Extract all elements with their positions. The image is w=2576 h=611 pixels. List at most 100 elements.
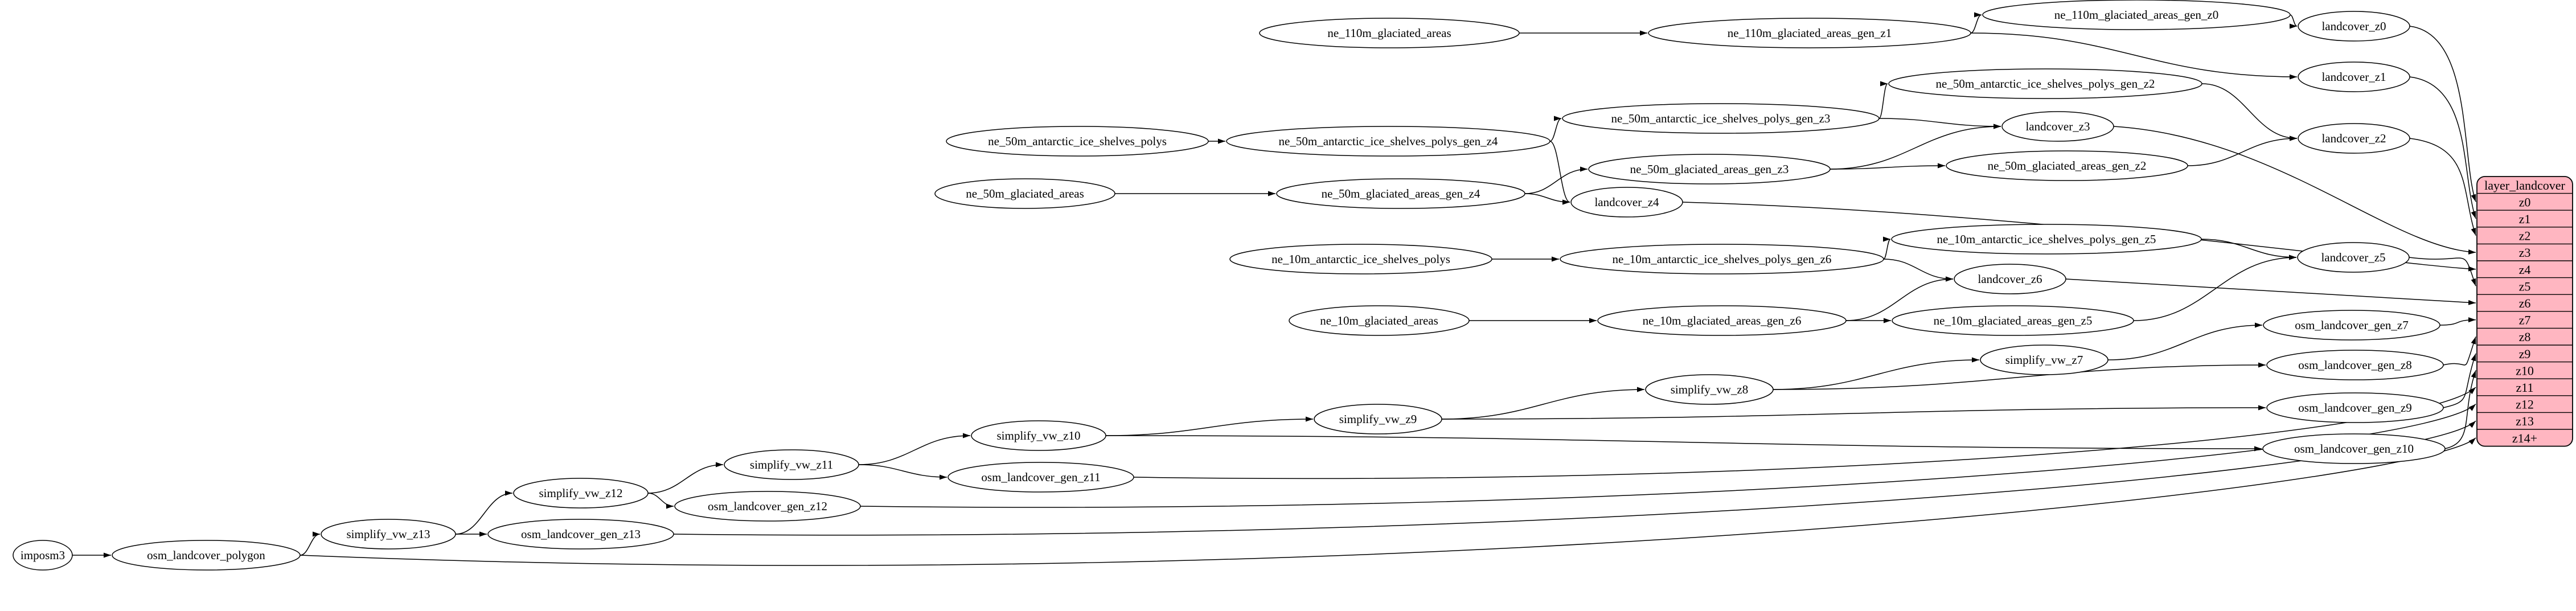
node-label-ne_10m_antarctic_ice_shelves_polys_gen_z5: ne_10m_antarctic_ice_shelves_polys_gen_z… [1937, 232, 2156, 246]
node-ellipse-ne_50m_antarctic_ice_shelves_polys_gen_z4 [1226, 126, 1550, 157]
edge-layer [72, 12, 2476, 566]
node-ellipse-landcover_z2 [2298, 123, 2410, 154]
node-ne_10m_glaciated_areas_gen_z5: ne_10m_glaciated_areas_gen_z5 [1892, 305, 2134, 336]
node-label-ne_50m_glaciated_areas_gen_z4: ne_50m_glaciated_areas_gen_z4 [1322, 187, 1480, 200]
node-label-ne_110m_glaciated_areas_gen_z0: ne_110m_glaciated_areas_gen_z0 [2054, 8, 2218, 22]
edge-landcover_z5-to-row-z5 [2409, 257, 2476, 286]
layer-landcover-table: layer_landcoverz0z1z2z3z4z5z6z7z8z9z10z1… [2476, 176, 2573, 447]
node-ellipse-imposm3 [13, 540, 73, 571]
table-row-z11: z11 [2516, 380, 2534, 395]
node-ellipse-ne_10m_antarctic_ice_shelves_polys [1229, 244, 1492, 274]
node-label-osm_landcover_gen_z8: osm_landcover_gen_z8 [2298, 358, 2411, 372]
node-ellipse-landcover_z4 [1570, 187, 1683, 218]
node-ne_50m_glaciated_areas_gen_z4: ne_50m_glaciated_areas_gen_z4 [1276, 178, 1525, 209]
node-label-simplify_vw_z7: simplify_vw_z7 [2005, 353, 2083, 367]
node-ne_10m_antarctic_ice_shelves_polys: ne_10m_antarctic_ice_shelves_polys [1229, 244, 1492, 274]
edge-simplify_vw_z8-to-osm_landcover_gen_z8 [1773, 362, 2266, 390]
node-landcover_z0: landcover_z0 [2298, 11, 2410, 42]
node-ne_50m_antarctic_ice_shelves_polys_gen_z3: ne_50m_antarctic_ice_shelves_polys_gen_z… [1562, 103, 1880, 134]
node-ellipse-landcover_z0 [2298, 11, 2410, 42]
node-ellipse-simplify_vw_z10 [971, 420, 1106, 451]
edge-ne_10m_antarctic_ice_shelves_polys_gen_z6-to-landcover_z6 [1883, 259, 1954, 282]
node-label-landcover_z5: landcover_z5 [2321, 251, 2385, 264]
table-row-z0: z0 [2519, 195, 2531, 209]
edge-landcover_z6-to-row-z6 [2065, 278, 2476, 305]
node-ne_110m_glaciated_areas_gen_z1: ne_110m_glaciated_areas_gen_z1 [1648, 18, 1971, 48]
edge-simplify_vw_z9-to-osm_landcover_gen_z9 [1441, 405, 2266, 420]
node-ellipse-simplify_vw_z11 [724, 449, 859, 480]
node-ne_50m_glaciated_areas_gen_z2: ne_50m_glaciated_areas_gen_z2 [1946, 150, 2188, 181]
node-osm_landcover_gen_z12: osm_landcover_gen_z12 [674, 491, 861, 522]
edge-ne_50m_glaciated_areas_gen_z3-to-ne_50m_glaciated_areas_gen_z2 [1830, 163, 1946, 170]
node-label-osm_landcover_gen_z13: osm_landcover_gen_z13 [521, 527, 641, 541]
edge-ne_110m_glaciated_areas_gen_z1-to-ne_110m_glaciated_areas_gen_z0 [1970, 12, 1982, 34]
node-label-osm_landcover_gen_z9: osm_landcover_gen_z9 [2298, 401, 2411, 415]
node-label-ne_10m_glaciated_areas_gen_z5: ne_10m_glaciated_areas_gen_z5 [1934, 314, 2093, 327]
node-ellipse-ne_10m_antarctic_ice_shelves_polys_gen_z5 [1891, 224, 2202, 255]
table-row-z12: z12 [2516, 397, 2534, 412]
node-label-simplify_vw_z8: simplify_vw_z8 [1671, 383, 1749, 396]
edge-osm_landcover_gen_z12-to-row-z12 [860, 404, 2476, 508]
node-ellipse-ne_50m_antarctic_ice_shelves_polys [946, 126, 1209, 157]
node-landcover_z6: landcover_z6 [1954, 264, 2066, 294]
node-ellipse-osm_landcover_gen_z13 [487, 519, 674, 550]
edge-landcover_z3-to-row-z3 [2113, 126, 2476, 255]
node-ne_10m_antarctic_ice_shelves_polys_gen_z6: ne_10m_antarctic_ice_shelves_polys_gen_z… [1560, 244, 1884, 274]
node-ellipse-ne_50m_glaciated_areas_gen_z3 [1588, 154, 1831, 184]
node-ellipse-ne_10m_glaciated_areas [1289, 305, 1470, 336]
node-landcover_z2: landcover_z2 [2298, 123, 2410, 154]
node-ellipse-landcover_z3 [2001, 111, 2114, 142]
node-landcover_z4: landcover_z4 [1570, 187, 1683, 218]
node-osm_landcover_gen_z11: osm_landcover_gen_z11 [947, 462, 1134, 493]
edge-landcover_z1-to-row-z1 [2409, 76, 2476, 219]
node-osm_landcover_gen_z8: osm_landcover_gen_z8 [2266, 350, 2444, 380]
edge-ne_50m_glaciated_areas_gen_z4-to-ne_50m_glaciated_areas_gen_z3 [1524, 166, 1588, 194]
edge-osm_landcover_gen_z8-to-row-z8 [2443, 336, 2476, 366]
node-label-osm_landcover_gen_z10: osm_landcover_gen_z10 [2294, 442, 2414, 456]
edge-ne_50m_antarctic_ice_shelves_polys_gen_z2-to-landcover_z2 [2201, 83, 2298, 141]
edge-ne_10m_antarctic_ice_shelves_polys_gen_z6-to-ne_10m_antarctic_ice_shelves_polys_gen_z5 [1882, 236, 1891, 260]
table-row-z9: z9 [2519, 347, 2531, 361]
node-label-ne_110m_glaciated_areas_gen_z1: ne_110m_glaciated_areas_gen_z1 [1728, 26, 1892, 40]
node-ellipse-ne_50m_antarctic_ice_shelves_polys_gen_z2 [1888, 68, 2202, 99]
node-label-simplify_vw_z10: simplify_vw_z10 [997, 429, 1081, 442]
node-label-landcover_z6: landcover_z6 [1978, 272, 2042, 286]
table-row-z5: z5 [2519, 279, 2531, 293]
edge-landcover_z2-to-row-z2 [2409, 138, 2476, 236]
node-ellipse-osm_landcover_gen_z12 [674, 491, 861, 522]
node-label-simplify_vw_z13: simplify_vw_z13 [347, 527, 430, 541]
edge-ne_10m_antarctic_ice_shelves_polys_gen_z5-to-landcover_z5 [2201, 239, 2297, 260]
node-ellipse-simplify_vw_z12 [513, 478, 649, 509]
node-landcover_z1: landcover_z1 [2298, 61, 2410, 92]
node-ellipse-ne_110m_glaciated_areas_gen_z1 [1648, 18, 1971, 48]
node-osm_landcover_gen_z7: osm_landcover_gen_z7 [2263, 310, 2440, 341]
node-ne_110m_glaciated_areas: ne_110m_glaciated_areas [1259, 18, 1520, 48]
node-label-ne_50m_antarctic_ice_shelves_polys_gen_z3: ne_50m_antarctic_ice_shelves_polys_gen_z… [1611, 112, 1831, 125]
node-ellipse-ne_50m_glaciated_areas_gen_z4 [1276, 178, 1525, 209]
node-osm_landcover_gen_z9: osm_landcover_gen_z9 [2266, 392, 2444, 423]
table-row-z3: z3 [2519, 245, 2531, 260]
node-ellipse-ne_10m_antarctic_ice_shelves_polys_gen_z6 [1560, 244, 1884, 274]
node-ellipse-ne_110m_glaciated_areas [1259, 18, 1520, 48]
table-row-z13: z13 [2516, 414, 2534, 428]
node-label-ne_10m_antarctic_ice_shelves_polys_gen_z6: ne_10m_antarctic_ice_shelves_polys_gen_z… [1613, 252, 1832, 266]
node-ellipse-osm_landcover_gen_z11 [947, 462, 1134, 493]
edge-ne_50m_glaciated_areas_gen_z2-to-landcover_z2 [2187, 136, 2298, 166]
table-row-z10: z10 [2516, 363, 2534, 378]
edge-simplify_vw_z8-to-simplify_vw_z7 [1773, 357, 1980, 390]
node-label-osm_landcover_gen_z12: osm_landcover_gen_z12 [708, 499, 827, 513]
node-ellipse-ne_10m_glaciated_areas_gen_z5 [1892, 305, 2134, 336]
edge-ne_50m_glaciated_areas_gen_z4-to-landcover_z4 [1524, 193, 1570, 205]
edge-ne_10m_glaciated_areas_gen_z5-to-landcover_z5 [2133, 255, 2297, 321]
node-ellipse-simplify_vw_z8 [1645, 374, 1774, 405]
node-simplify_vw_z13: simplify_vw_z13 [321, 519, 456, 550]
node-ne_50m_antarctic_ice_shelves_polys_gen_z2: ne_50m_antarctic_ice_shelves_polys_gen_z… [1888, 68, 2202, 99]
node-ne_50m_antarctic_ice_shelves_polys: ne_50m_antarctic_ice_shelves_polys [946, 126, 1209, 157]
node-label-simplify_vw_z12: simplify_vw_z12 [539, 486, 623, 500]
edge-simplify_vw_z7-to-osm_landcover_gen_z7 [2107, 322, 2263, 360]
node-ne_50m_glaciated_areas: ne_50m_glaciated_areas [934, 178, 1115, 209]
node-simplify_vw_z8: simplify_vw_z8 [1645, 374, 1774, 405]
edge-simplify_vw_z9-to-simplify_vw_z8 [1441, 387, 1645, 420]
